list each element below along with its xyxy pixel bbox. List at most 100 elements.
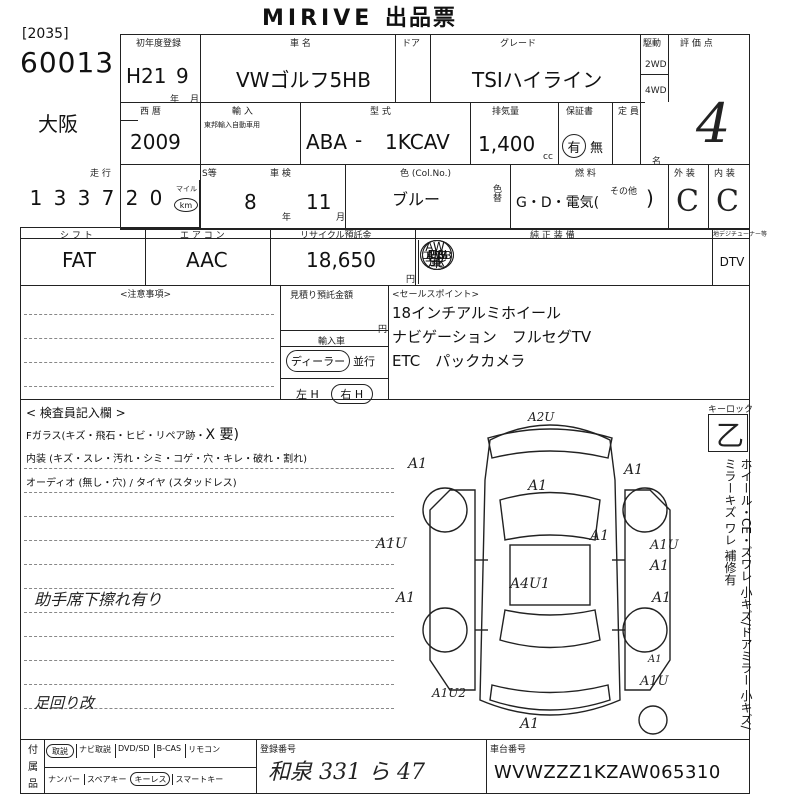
model-value: VWゴルフ5HB <box>236 68 371 92</box>
tuner-label: 地デジチューナー等 <box>713 231 768 238</box>
sales-points-label: <セールスポイント> <box>392 290 480 300</box>
key-lock-box <box>708 414 748 452</box>
sales-points: <セールスポイント> 18インチアルミホイール ナビゲーション フルセグTV E… <box>392 290 591 373</box>
front-bumper <box>487 428 613 459</box>
brand-title: MIRIVE 出品票 <box>262 0 457 32</box>
handwritten-note-2: 足回り改 <box>34 694 95 712</box>
inspection-month: 11 <box>306 190 332 214</box>
accessory-item: ナンバー <box>48 774 80 784</box>
damage-mark: A1 <box>650 558 670 574</box>
lot-number: 60013 <box>20 46 115 79</box>
notes-section <box>20 286 750 400</box>
exterior-grade: C <box>676 184 699 219</box>
audio-line: オーディオ (無し・穴) / タイヤ (スタッドレス) <box>26 478 237 489</box>
registration-value: 和泉 331 ら 47 <box>268 760 425 785</box>
accessories-label: 付属品 <box>28 745 38 790</box>
first-reg-label: 初年度登録 <box>136 39 182 49</box>
interior-grade: C <box>716 184 739 219</box>
left-side-view <box>429 489 476 691</box>
mileage-digit: 7 <box>101 186 115 210</box>
damage-mark: A1U <box>376 536 407 552</box>
recycle-label: リサイクル預託金 <box>300 231 372 241</box>
damage-mark: A4U1 <box>510 576 550 592</box>
km-unit: km <box>174 198 198 212</box>
inspection-month-unit: 月 <box>336 213 346 223</box>
tuner-value: DTV <box>719 255 745 269</box>
damage-diagram <box>422 424 671 735</box>
accessory-item: スペアキー <box>84 773 128 785</box>
equipment-row <box>20 228 750 286</box>
glass-text: Fガラス(キズ・飛石・ヒビ・リペア跡・ <box>26 431 206 442</box>
mileage-caption: 走 行 <box>90 169 111 179</box>
glass-line: Fガラス(キズ・飛石・ヒビ・リペア跡・X 要) <box>26 424 239 444</box>
equipment-label: 純 正 装 備 <box>530 231 575 241</box>
wheel-fr <box>622 487 668 533</box>
inspection-label: 車 検 <box>270 169 291 179</box>
score-value: 4 <box>696 92 731 155</box>
reg-no-label: 登録番号 <box>260 745 297 755</box>
accessory-item: DVD/SD <box>115 744 152 758</box>
yen-unit-2: 円 <box>378 325 388 335</box>
car-body-outline <box>479 424 621 716</box>
wheel-rr <box>622 607 668 653</box>
accessories-row2: ナンバー スペアキー キーレス スマートキー <box>46 772 225 786</box>
fuel-close: ) <box>646 186 654 210</box>
reg-month: 9 <box>176 64 189 88</box>
sales-point: ETC パックカメラ <box>392 352 526 370</box>
accessory-item: ナビ取説 <box>76 744 113 758</box>
model-type-label: 型 式 <box>370 107 391 117</box>
drive-label: 駆動 <box>643 39 662 49</box>
steering-left: 左 H <box>296 388 319 401</box>
accessory-item: リモコン <box>185 744 222 758</box>
inspector-label: < 検査員記入欄 > <box>26 406 126 420</box>
glass-repair: X 要) <box>205 427 239 443</box>
color-sub: 色替 <box>491 184 501 202</box>
fuel-label: 燃 料 <box>575 169 596 179</box>
wheel-fl <box>422 487 468 533</box>
cc-unit: cc <box>543 152 553 162</box>
wheel-rl <box>422 607 468 653</box>
fuel-value: G・D・電気( <box>516 195 600 211</box>
capacity-label: 定 員 <box>618 107 639 117</box>
model-name-label: 車 名 <box>290 39 311 49</box>
equipment-list: PS PW AW エアB ABS 革 SR ナビ <box>418 240 712 284</box>
damage-mark: A1 <box>408 456 428 472</box>
roof <box>509 544 591 606</box>
damage-mark: A1U2 <box>432 686 467 700</box>
warranty-no: 無 <box>590 141 604 156</box>
import-route-label: 輸入車 <box>318 337 346 347</box>
import-route: ディーラー 並行 <box>286 350 375 372</box>
warranty-yes: 有 <box>562 134 586 158</box>
mile-unit: マイル <box>176 185 197 193</box>
drive-2wd: 2WD <box>645 60 667 70</box>
inspection-section <box>20 400 750 740</box>
door-label: ドア <box>402 39 421 49</box>
sales-point: 18インチアルミホイール <box>392 304 561 322</box>
spare-wheel <box>638 705 668 735</box>
recycle-value: 18,650 <box>306 248 376 272</box>
damage-mark: A1 <box>648 654 662 665</box>
damage-mark: A1 <box>520 716 540 732</box>
venue: 大阪 <box>38 112 78 136</box>
damage-mark: A1 <box>528 478 548 494</box>
grade-value: TSIハイライン <box>472 68 603 92</box>
route-dealer: ディーラー <box>286 350 350 372</box>
import-label: 輸 入 <box>232 107 253 117</box>
mileage-digit: 1 <box>29 186 43 210</box>
era-year: H21 <box>126 64 167 88</box>
rating-label: 評 価 点 <box>680 39 713 49</box>
type-code: 1KCAV <box>385 130 450 154</box>
drive-4wd: 4WD <box>645 86 667 96</box>
right-side-view <box>624 489 671 691</box>
windshield <box>499 491 601 541</box>
type-sep: - <box>355 128 363 152</box>
western-year: 2009 <box>130 130 181 154</box>
top-grid <box>120 34 750 230</box>
side-panel: ホイール・CE・ズワレ 小キズ/ドアミラー 小キズ/ミラーキズ ワレ 補修有 <box>723 458 753 730</box>
sheet-title: 出品票 <box>384 6 457 31</box>
route-parallel: 並行 <box>353 355 375 368</box>
aircon-value: AAC <box>186 248 228 272</box>
displacement-value: 1,400 <box>478 132 536 156</box>
mileage-digit: 2 <box>125 186 139 210</box>
grade-label: グレード <box>500 39 537 49</box>
